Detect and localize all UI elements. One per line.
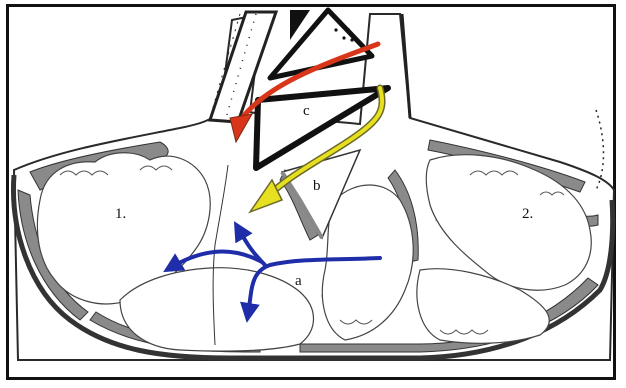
label-c: c <box>303 103 310 119</box>
label-1: 1. <box>115 206 126 222</box>
label-a: a <box>295 273 302 289</box>
label-b: b <box>313 178 321 194</box>
label-2: 2. <box>522 206 533 222</box>
